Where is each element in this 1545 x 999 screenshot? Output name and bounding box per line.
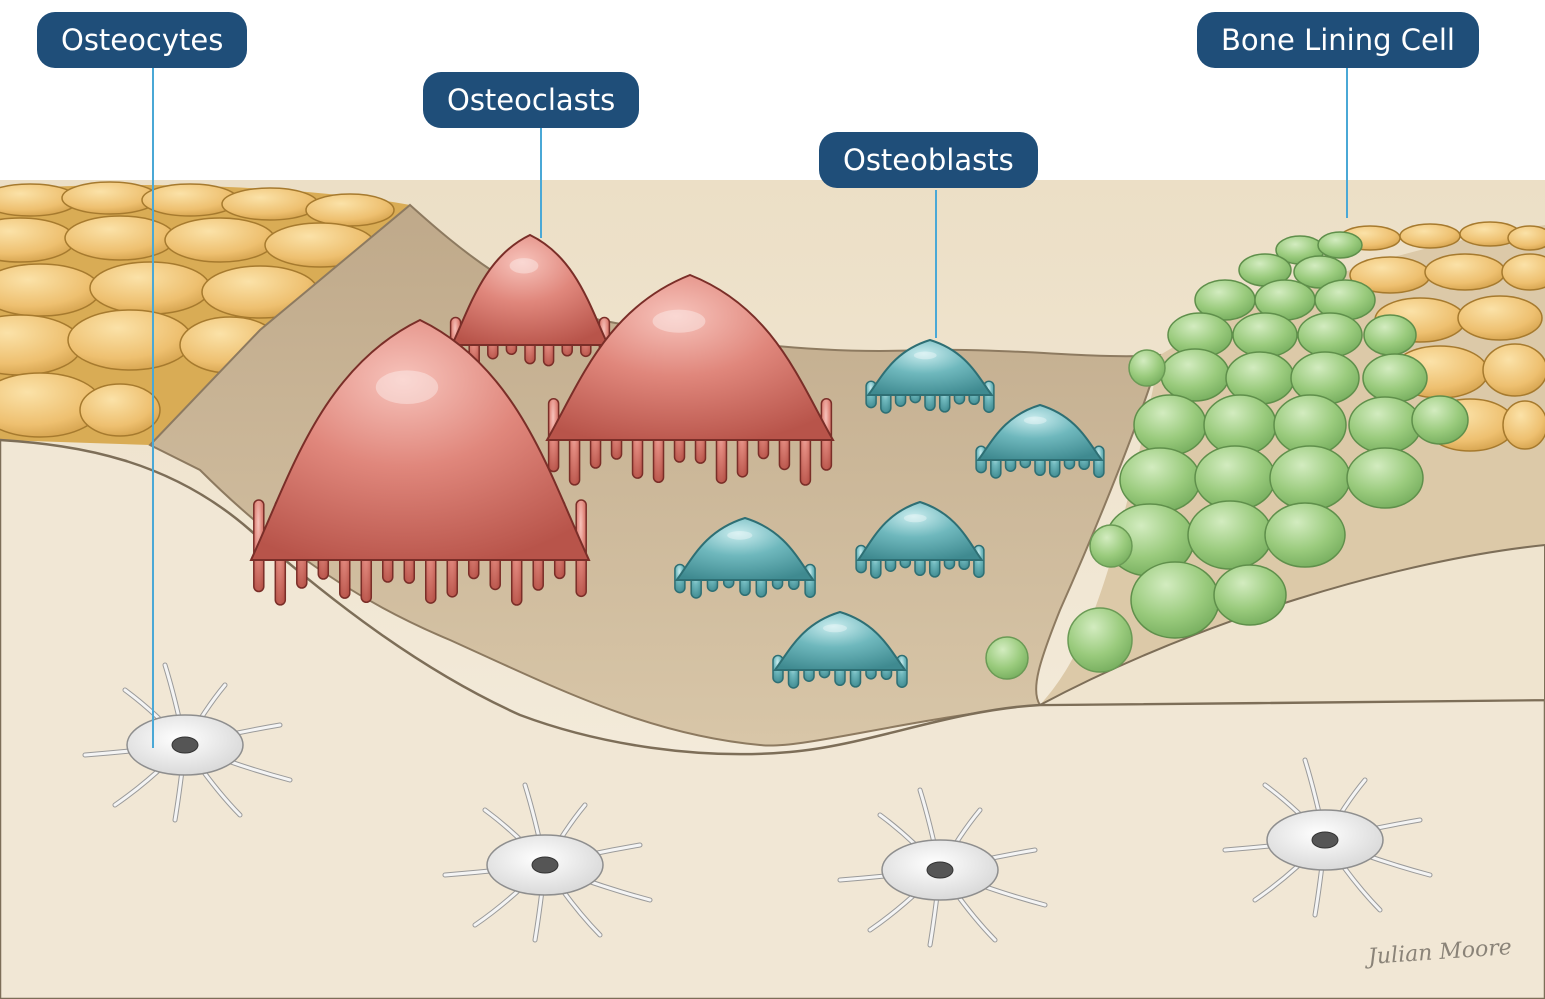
osteoblasts-leader-line: [935, 190, 937, 338]
lining-cell: [1412, 396, 1468, 444]
surface-cell: [306, 194, 394, 226]
lining-cell: [1298, 313, 1362, 357]
lining-cell: [1318, 232, 1362, 258]
lining-cell: [1134, 395, 1206, 455]
surface-cell: [1458, 296, 1542, 340]
bone-lining-cell-label: Bone Lining Cell: [1197, 12, 1479, 68]
lining-cell: [1214, 565, 1286, 625]
surface-cell: [1425, 254, 1505, 290]
surface-cell: [222, 188, 318, 220]
osteocytes-label: Osteocytes: [37, 12, 247, 68]
osteocytes-leader-line: [152, 68, 154, 748]
lining-cell: [1347, 448, 1423, 508]
osteoblasts-label: Osteoblasts: [819, 132, 1038, 188]
surface-cell: [90, 262, 210, 314]
lining-cell: [1265, 503, 1345, 567]
lining-cell: [1270, 446, 1350, 510]
osteoclasts-label: Osteoclasts: [423, 72, 639, 128]
surface-cell: [1483, 344, 1545, 396]
lining-cell: [1349, 397, 1421, 453]
lining-cell: [1161, 349, 1229, 401]
surface-cell: [1503, 401, 1545, 449]
lining-cell: [1363, 354, 1427, 402]
surface-cell: [1400, 224, 1460, 248]
lining-cell: [1233, 313, 1297, 357]
surface-cell: [65, 216, 175, 260]
lining-cell: [1131, 562, 1219, 638]
surface-cell: [1508, 226, 1545, 250]
surface-cell: [165, 218, 275, 262]
surface-cell: [80, 384, 160, 436]
bone-lining-cell-leader-line: [1346, 68, 1348, 218]
surface-cell: [68, 310, 192, 370]
osteoclasts-leader-line: [540, 128, 542, 238]
lining-cell: [1188, 501, 1272, 569]
lining-cell: [1195, 446, 1275, 510]
lining-cell: [1364, 315, 1416, 355]
lining-cell: [1120, 448, 1200, 512]
